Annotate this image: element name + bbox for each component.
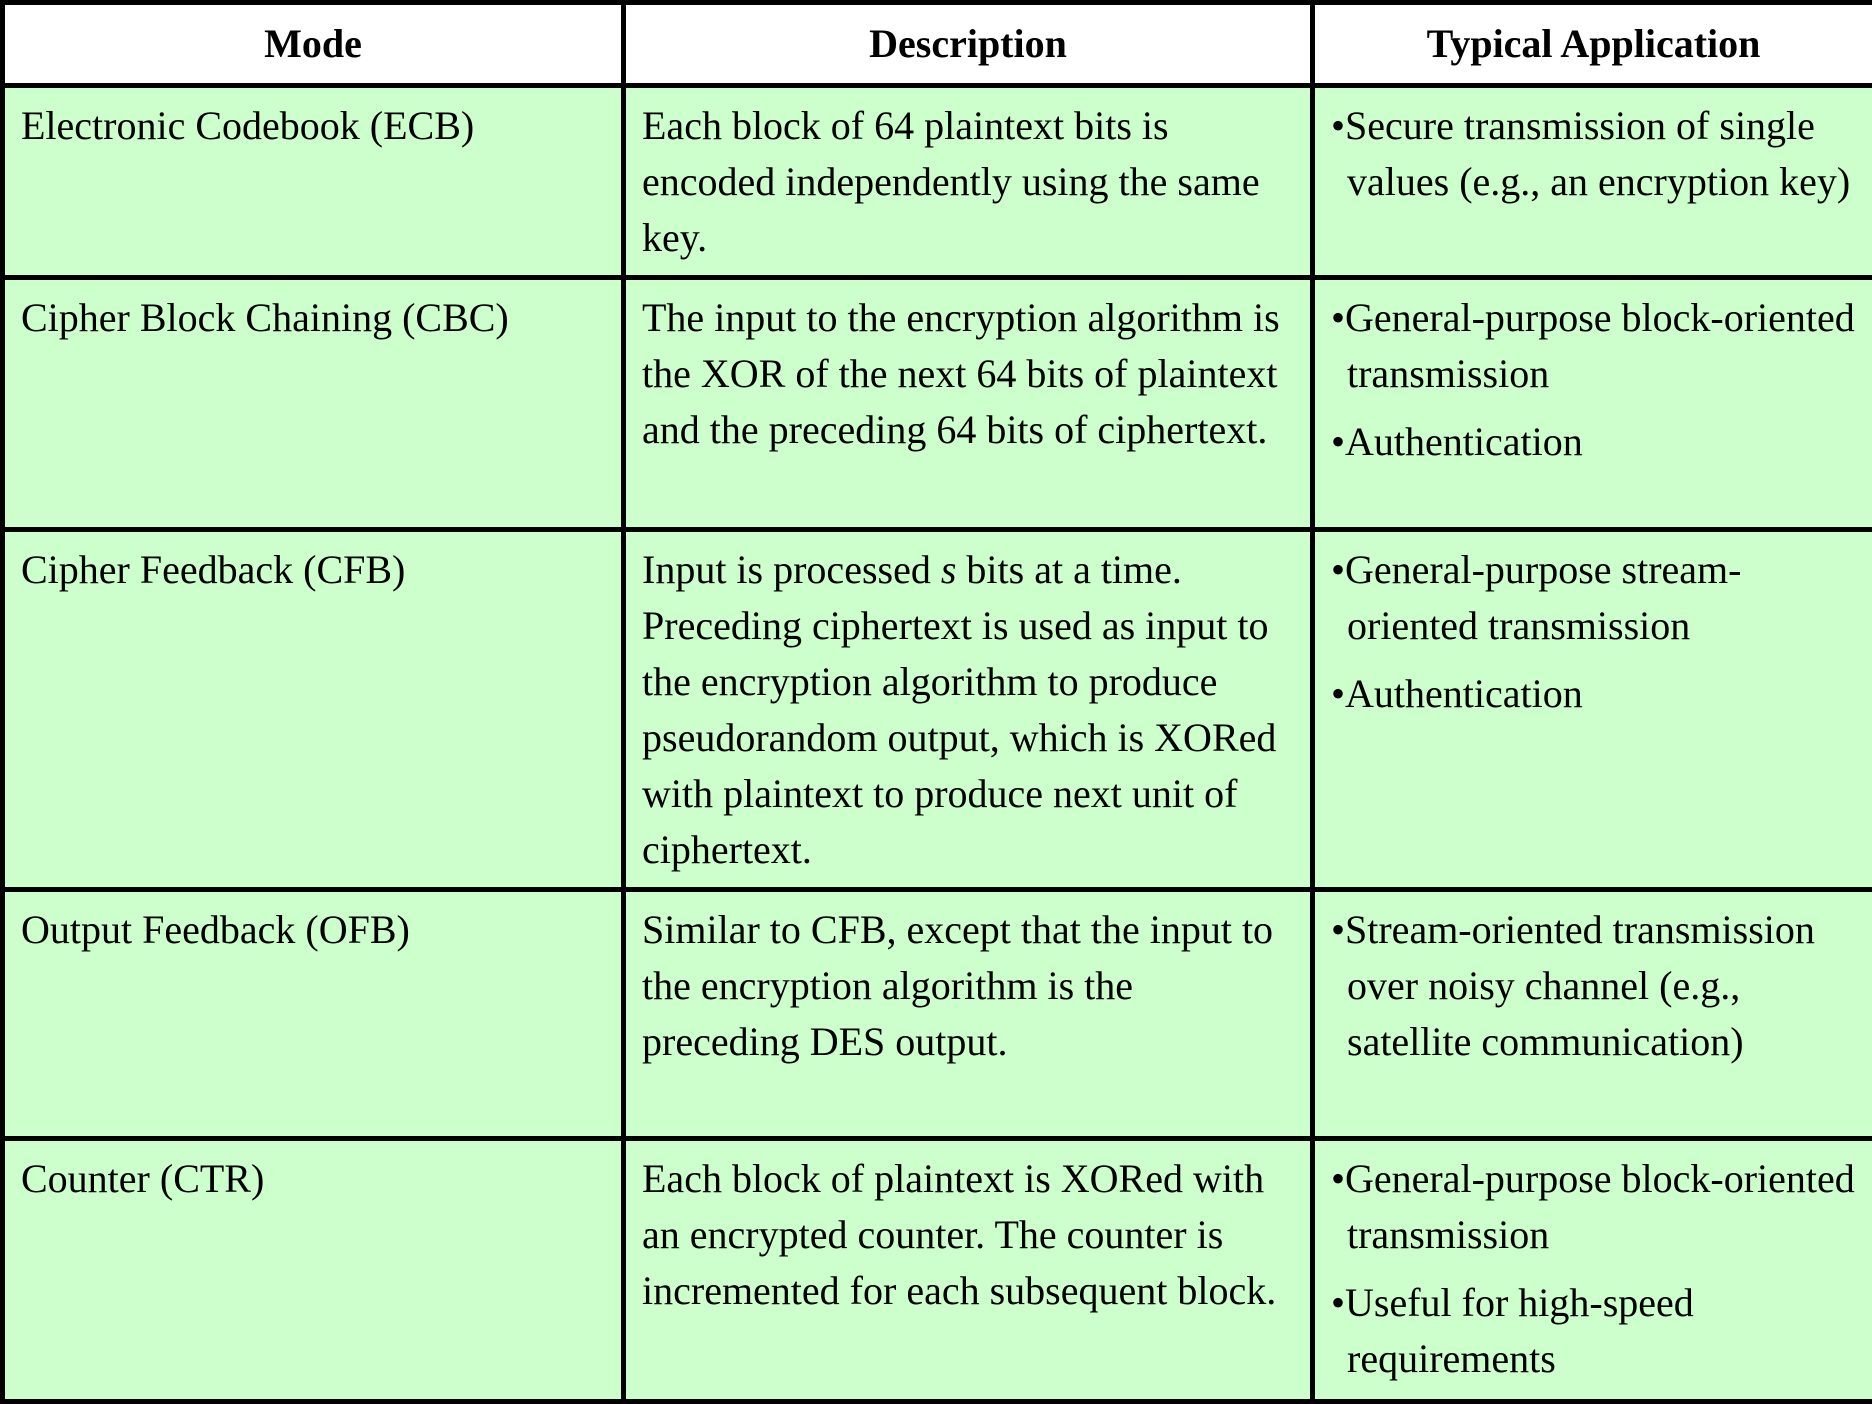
description-text-pre: Each block of plaintext is XORed with an… xyxy=(642,1155,1277,1313)
header-description: Description xyxy=(621,0,1315,88)
description-text-italic: s xyxy=(940,546,957,592)
table-row: Output Feedback (OFB)Similar to CFB, exc… xyxy=(0,887,1872,1141)
mode-cell: Cipher Feedback (CFB) xyxy=(0,526,626,893)
mode-cell: Counter (CTR) xyxy=(0,1135,626,1404)
header-row: Mode Description Typical Application xyxy=(0,0,1872,88)
description-text-post: bits at a time. Preceding ciphertext is … xyxy=(642,546,1277,872)
application-bullet: •Secure transmission of single values (e… xyxy=(1331,103,1851,204)
mode-cell: Output Feedback (OFB) xyxy=(0,887,626,1141)
application-cell: •General-purpose block-oriented transmis… xyxy=(1310,275,1872,532)
description-cell: Similar to CFB, except that the input to… xyxy=(621,887,1315,1141)
table-row: Electronic Codebook (ECB)Each block of 6… xyxy=(0,82,1872,281)
table-row: Cipher Block Chaining (CBC)The input to … xyxy=(0,275,1872,532)
application-bullet: •Useful for high-speed requirements xyxy=(1331,1279,1694,1381)
description-text-pre: Input is processed xyxy=(642,546,941,592)
application-bullet: •General-purpose block-oriented transmis… xyxy=(1331,295,1855,397)
application-bullet: •Authentication xyxy=(1331,670,1583,716)
header-typical-application: Typical Application xyxy=(1310,0,1872,88)
description-text-pre: Similar to CFB, except that the input to… xyxy=(642,907,1274,1065)
application-bullet: •General-purpose stream-oriented transmi… xyxy=(1331,546,1742,648)
application-bullet: •Stream-oriented transmission over noisy… xyxy=(1331,907,1815,1065)
application-cell: •Stream-oriented transmission over noisy… xyxy=(1310,887,1872,1141)
application-cell: •General-purpose stream-oriented transmi… xyxy=(1310,526,1872,893)
application-bullet: •Authentication xyxy=(1331,419,1583,465)
description-text-pre: The input to the encryption algorithm is… xyxy=(642,295,1280,453)
application-cell: •Secure transmission of single values (e… xyxy=(1310,82,1872,281)
description-text-pre: Each block of 64 plaintext bits is encod… xyxy=(642,103,1260,260)
description-cell: The input to the encryption algorithm is… xyxy=(621,275,1315,532)
table-row: Cipher Feedback (CFB)Input is processed … xyxy=(0,526,1872,893)
description-cell: Each block of 64 plaintext bits is encod… xyxy=(621,82,1315,281)
header-mode: Mode xyxy=(0,0,626,88)
application-cell: •General-purpose block-oriented transmis… xyxy=(1310,1135,1872,1404)
description-cell: Each block of plaintext is XORed with an… xyxy=(621,1135,1315,1404)
application-bullet: •General-purpose block-oriented transmis… xyxy=(1331,1155,1855,1257)
mode-cell: Cipher Block Chaining (CBC) xyxy=(0,275,626,532)
description-cell: Input is processed s bits at a time. Pre… xyxy=(621,526,1315,893)
table-row: Counter (CTR)Each block of plaintext is … xyxy=(0,1135,1872,1404)
mode-cell: Electronic Codebook (ECB) xyxy=(0,82,626,281)
